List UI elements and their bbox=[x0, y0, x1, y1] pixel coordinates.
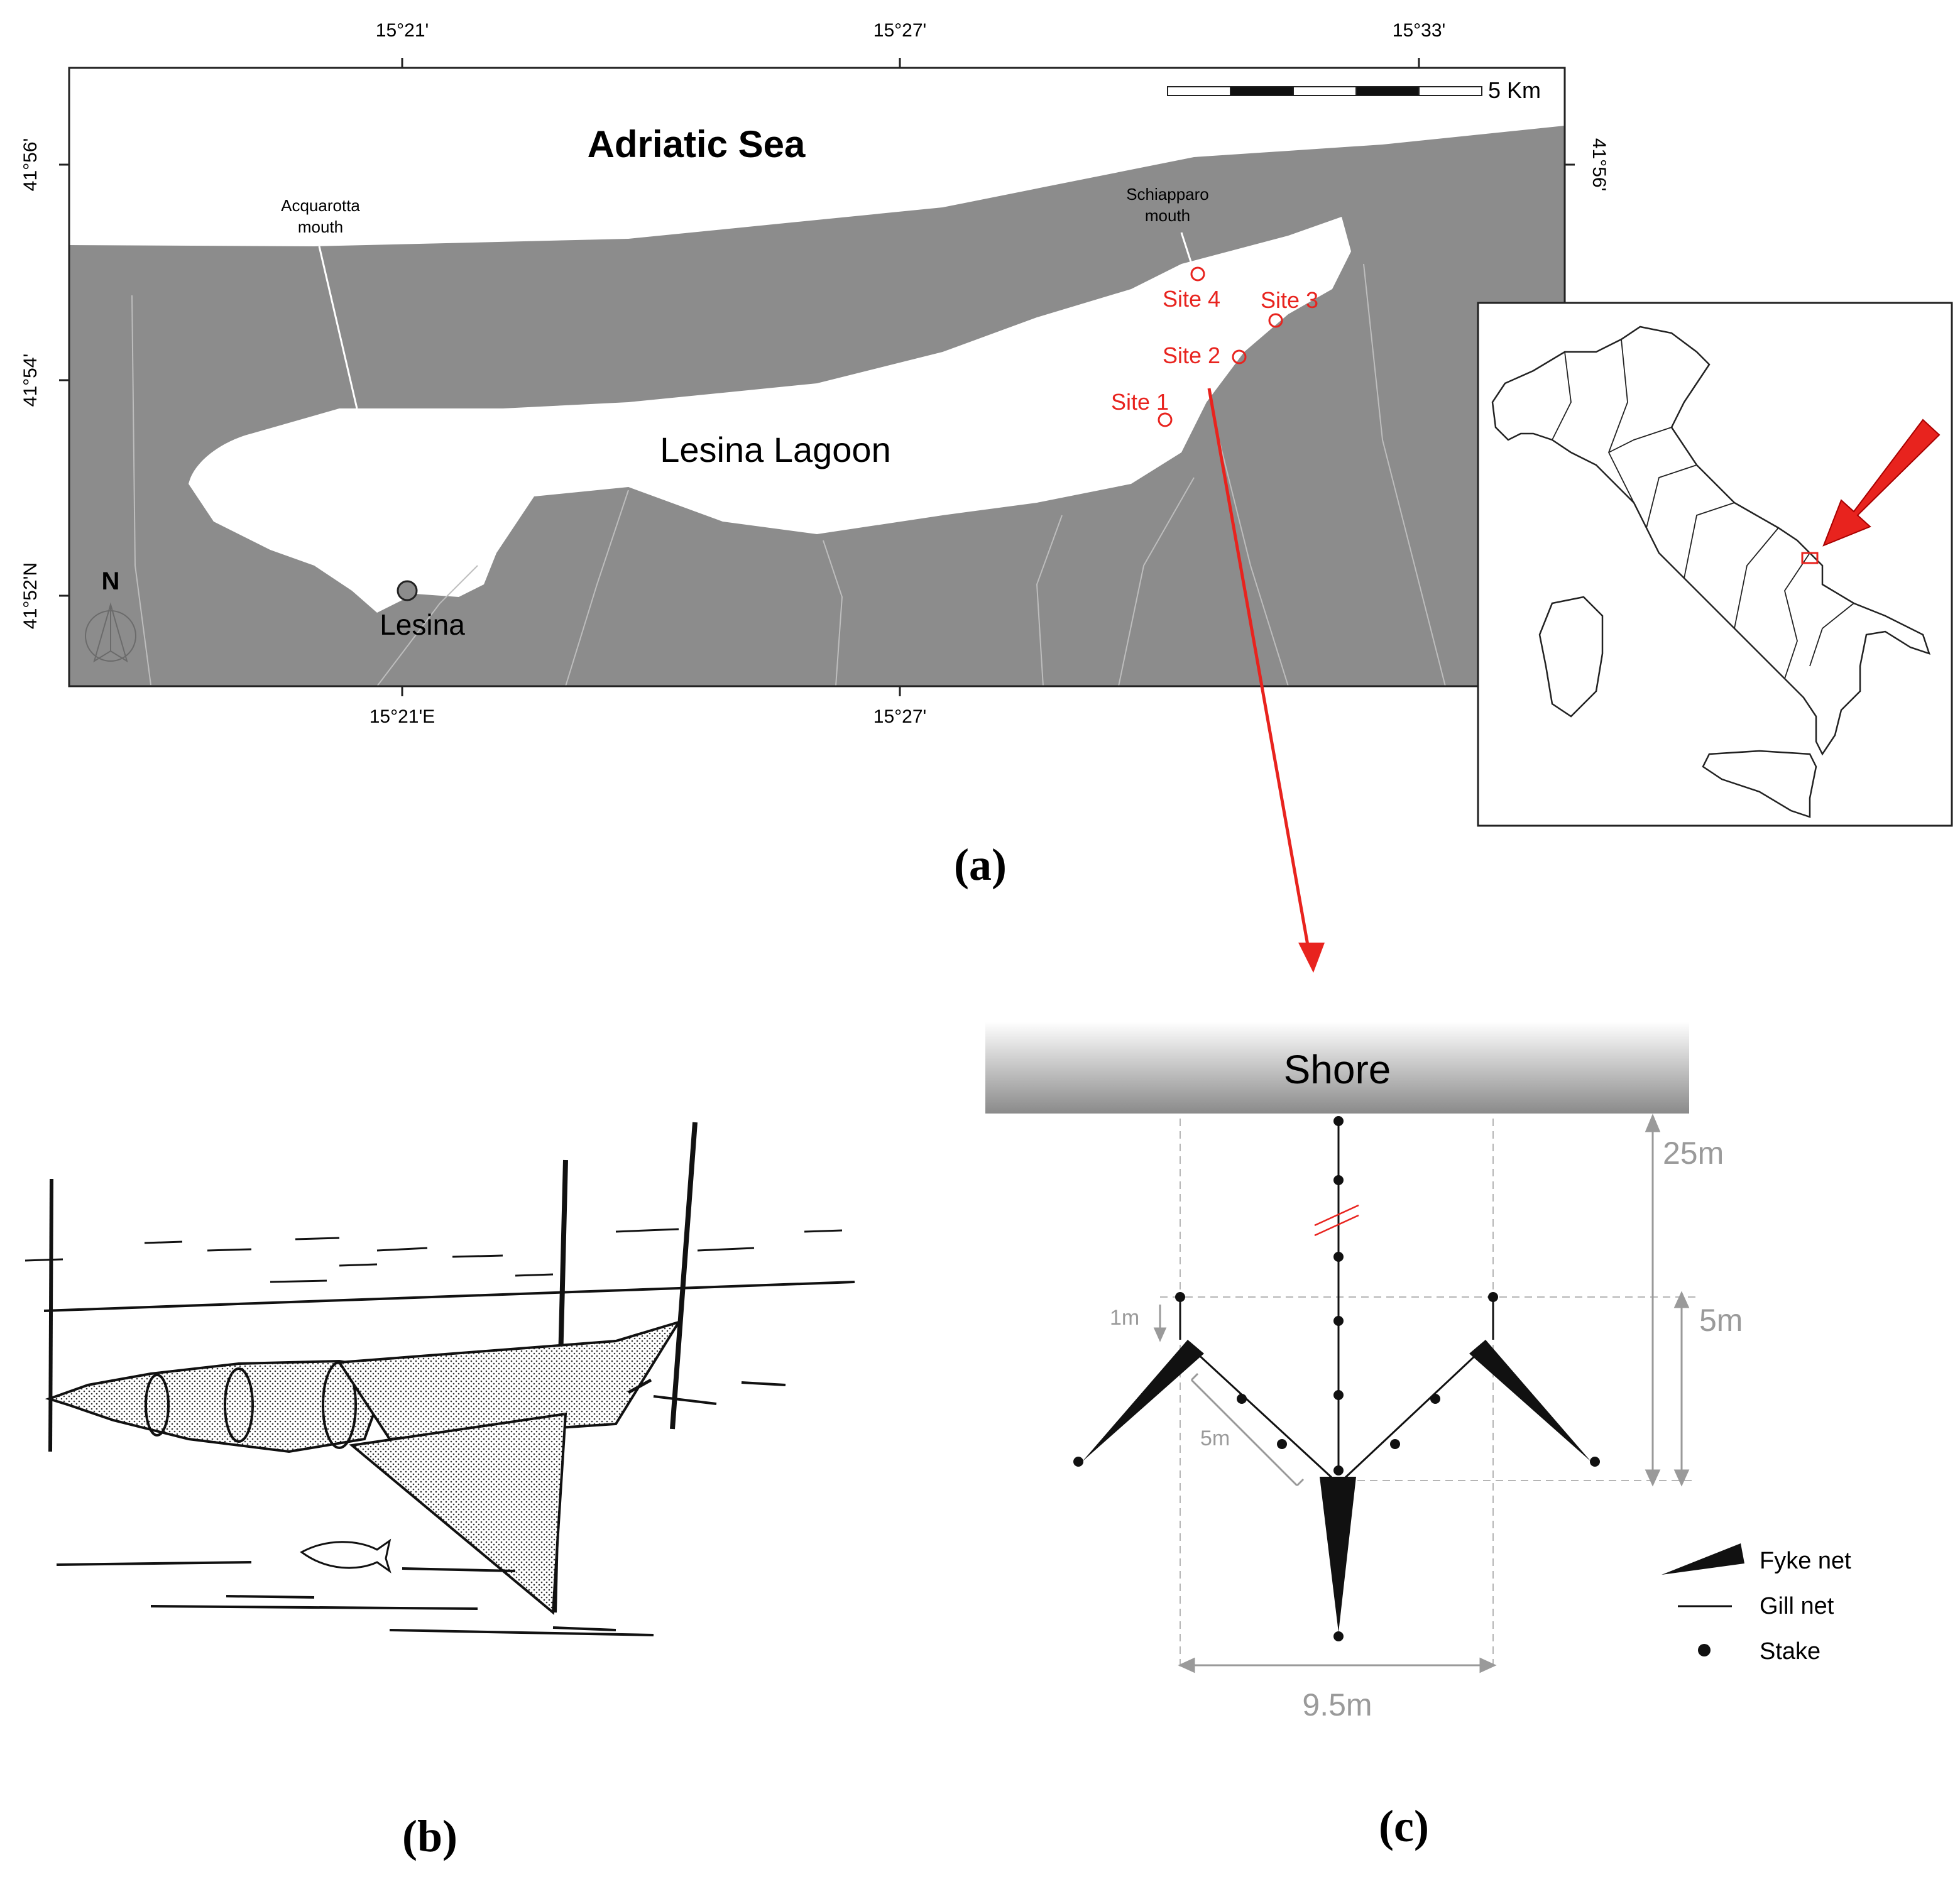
connector-arrow bbox=[1207, 388, 1313, 963]
site-4-marker bbox=[1190, 266, 1205, 282]
dim-5m-diagonal: 5m bbox=[1200, 1426, 1230, 1450]
dim-9-5m: 9.5m bbox=[1302, 1687, 1372, 1722]
legend: Fyke net Gill net Stake bbox=[1662, 1543, 1851, 1665]
site-1-marker bbox=[1158, 412, 1173, 427]
acquarotta-label-1: Acquarotta bbox=[281, 196, 360, 215]
fyke-wing-leader bbox=[349, 1412, 567, 1616]
acquarotta-channel bbox=[318, 246, 358, 409]
acquarotta-label-2: mouth bbox=[298, 217, 343, 236]
italy-regions bbox=[1552, 339, 1854, 679]
right-tick-1: 41°56' bbox=[1589, 138, 1609, 191]
site-4-label: Site 4 bbox=[1163, 286, 1220, 312]
fish-small-icon bbox=[627, 1378, 652, 1394]
shore-bar bbox=[985, 1022, 1689, 1114]
fyke-net-icon bbox=[1662, 1543, 1744, 1575]
stake-dot bbox=[1698, 1644, 1711, 1656]
dim-25m: 25m bbox=[1663, 1136, 1724, 1171]
dim-1m: 1m bbox=[1110, 1306, 1139, 1330]
fyke-trap-body bbox=[45, 1359, 391, 1453]
connector-arrow-head bbox=[1298, 943, 1325, 973]
stake-1 bbox=[48, 1178, 53, 1452]
net-layout-diagram: Shore bbox=[985, 1022, 1851, 1722]
panel-label-c: (c) bbox=[1379, 1801, 1429, 1851]
graticule-ticks bbox=[59, 58, 1575, 696]
site-3-label: Site 3 bbox=[1261, 287, 1318, 313]
sea-label: Adriatic Sea bbox=[588, 123, 806, 165]
sardinia-outline bbox=[1538, 596, 1604, 718]
red-pointer-arrow bbox=[1822, 419, 1941, 547]
italy-inset bbox=[1477, 302, 1953, 827]
guide-lines bbox=[1160, 1119, 1697, 1672]
dim-5m-vertical: 5m bbox=[1699, 1303, 1743, 1338]
panel-label-b: (b) bbox=[402, 1811, 457, 1861]
fyke-net-illustration bbox=[25, 1122, 855, 1636]
study-area-box bbox=[1801, 552, 1819, 564]
bottom-tick-1: 15°21'E bbox=[370, 706, 435, 727]
lagoon-area bbox=[189, 217, 1351, 613]
break-marks bbox=[1314, 1204, 1359, 1237]
lesina-town-label: Lesina bbox=[380, 608, 465, 641]
schiapparo-label-2: mouth bbox=[1145, 206, 1190, 225]
map-panel: 15°21' 15°27' 15°33' 15°21'E 15°27' 41°5… bbox=[20, 20, 1609, 727]
seabed-strokes bbox=[56, 1381, 786, 1636]
site-2-label: Site 2 bbox=[1163, 342, 1220, 368]
lesina-town-marker bbox=[397, 580, 418, 601]
left-tick-3: 41°52'N bbox=[20, 562, 41, 629]
schiapparo-label-1: Schiapparo bbox=[1126, 185, 1209, 204]
scale-label: 5 Km bbox=[1488, 77, 1541, 103]
fyke-net-center bbox=[1320, 1477, 1356, 1633]
stake-3 bbox=[670, 1122, 698, 1430]
site-3-marker bbox=[1268, 313, 1283, 328]
fyke-wing-upper bbox=[337, 1320, 682, 1441]
water-surface-strokes bbox=[25, 1228, 843, 1283]
shore-label: Shore bbox=[1284, 1047, 1391, 1092]
sicily-outline bbox=[1702, 750, 1817, 818]
left-tick-1: 41°56' bbox=[20, 138, 41, 191]
site-2-marker bbox=[1232, 349, 1247, 364]
fyke-net-left bbox=[1082, 1340, 1204, 1462]
dimension-arrows bbox=[1153, 1114, 1690, 1673]
fish-icon bbox=[300, 1538, 391, 1574]
legend-fyke-label: Fyke net bbox=[1760, 1548, 1851, 1574]
legend-stake-label: Stake bbox=[1760, 1638, 1820, 1665]
fyke-net-right bbox=[1469, 1340, 1591, 1462]
site-1-label: Site 1 bbox=[1111, 389, 1169, 415]
top-tick-2: 15°27' bbox=[873, 20, 926, 41]
bottom-tick-2: 15°27' bbox=[873, 706, 926, 727]
north-label: N bbox=[102, 567, 120, 595]
legend-gill-label: Gill net bbox=[1760, 1593, 1834, 1619]
stakes bbox=[1073, 1116, 1600, 1641]
top-tick-3: 15°33' bbox=[1393, 20, 1445, 41]
north-arrow-icon bbox=[85, 602, 136, 663]
italy-mainland-outline bbox=[1491, 326, 1930, 756]
gill-nets bbox=[1179, 1121, 1494, 1479]
site-markers bbox=[1158, 266, 1283, 427]
panel-label-a: (a) bbox=[954, 840, 1007, 890]
streams bbox=[131, 263, 1446, 686]
lagoon-label: Lesina Lagoon bbox=[660, 430, 890, 469]
left-tick-2: 41°54' bbox=[20, 354, 41, 407]
scale-bar bbox=[1167, 86, 1482, 96]
schiapparo-channel bbox=[1180, 232, 1195, 272]
top-tick-1: 15°21' bbox=[376, 20, 429, 41]
